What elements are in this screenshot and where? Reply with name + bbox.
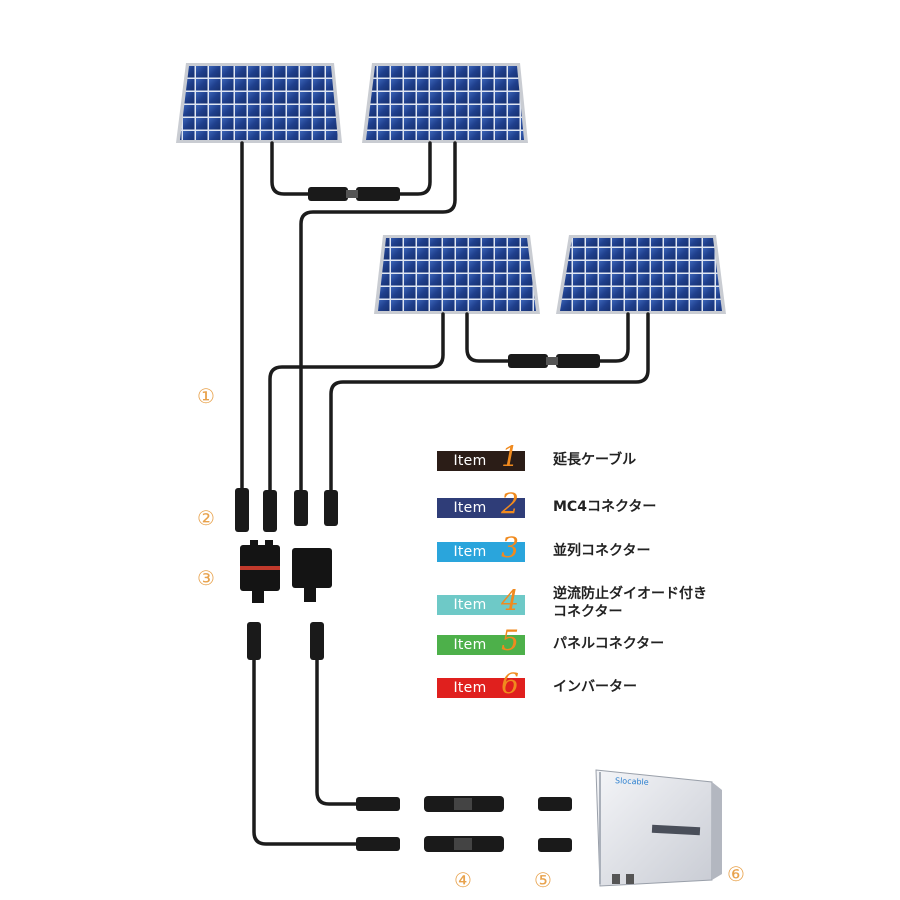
marker-4: ④ (454, 868, 472, 892)
legend-item-1: Item 1 延長ケーブル (437, 443, 637, 471)
legend-item-5: Item 5 パネルコネクター (437, 627, 665, 655)
legend-label: MC4コネクター (553, 499, 657, 516)
inverter (595, 769, 722, 887)
marker-2: ② (197, 506, 215, 530)
panel-connectors (538, 797, 572, 852)
diode-connectors (424, 796, 504, 852)
item-badge: Item 4 (437, 586, 525, 615)
panel-connector-bottom (508, 354, 600, 368)
item-badge: Item 1 (437, 443, 525, 471)
item-badge: Item 2 (437, 490, 525, 518)
item-badge: Item 3 (437, 534, 525, 562)
marker-6: ⑥ (727, 862, 745, 886)
inverter-brand: Slocable (614, 776, 649, 787)
branch-connectors (247, 622, 400, 851)
marker-3: ③ (197, 566, 215, 590)
marker-1: ① (197, 384, 215, 408)
legend-label: パネルコネクター (553, 636, 665, 653)
legend-item-3: Item 3 並列コネクター (437, 534, 651, 562)
item-badge: Item 6 (437, 670, 525, 698)
solar-panel-3 (374, 235, 540, 314)
legend-label: 逆流防止ダイオード付き コネクター (553, 586, 707, 620)
solar-panel-1 (176, 63, 342, 143)
mc4-connectors (235, 488, 338, 532)
legend-item-2: Item 2 MC4コネクター (437, 490, 657, 518)
panel-connector-top (308, 187, 400, 201)
marker-5: ⑤ (534, 868, 552, 892)
legend-item-4: Item 4 逆流防止ダイオード付き コネクター (437, 586, 707, 621)
parallel-connectors (240, 540, 332, 603)
solar-panel-2 (362, 63, 528, 143)
legend-label: 並列コネクター (553, 543, 651, 560)
legend-label: 延長ケーブル (553, 452, 637, 469)
solar-panel-4 (556, 235, 726, 314)
legend-label: インバーター (553, 679, 637, 696)
extension-cables (240, 141, 650, 846)
item-badge: Item 5 (437, 627, 525, 655)
legend-item-6: Item 6 インバーター (437, 670, 637, 698)
